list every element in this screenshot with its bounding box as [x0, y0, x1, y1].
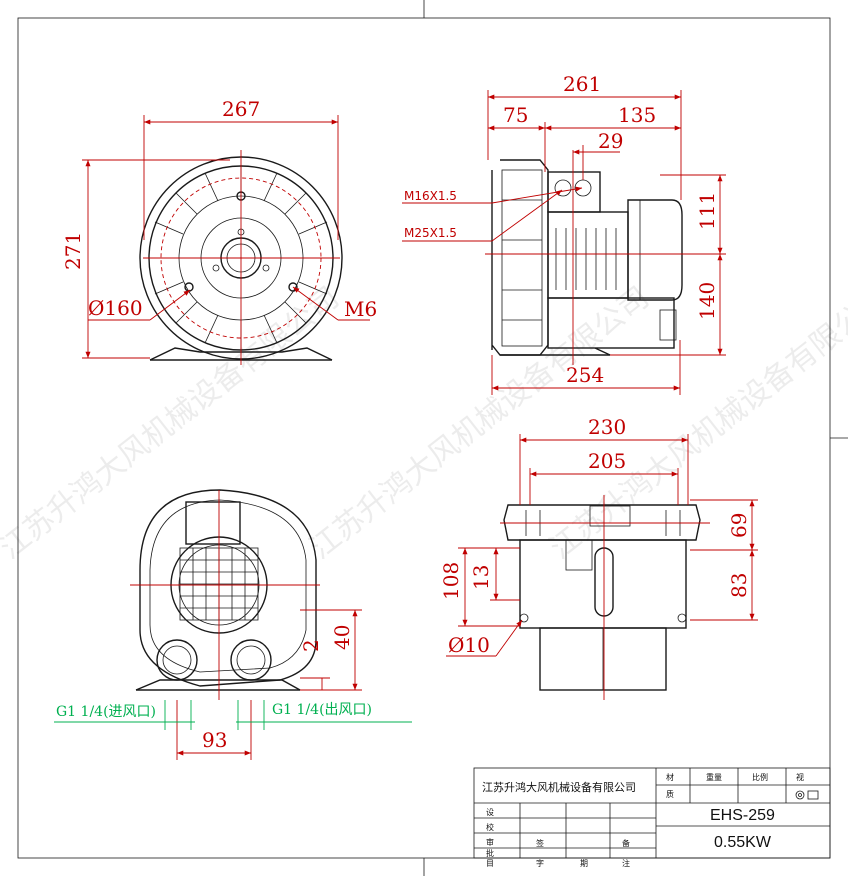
tb-header-material: 材	[666, 772, 674, 782]
tb-header-view: 视	[796, 772, 804, 782]
dim-230: 230	[588, 415, 626, 439]
tb-footer-item: 目	[486, 859, 494, 868]
tb-company: 江苏升鸿大风机械设备有限公司	[482, 780, 636, 794]
dim-m6: M6	[344, 297, 377, 321]
dim-135: 135	[618, 103, 656, 127]
outlet-label: G1 1/4(出风口)	[272, 702, 372, 718]
tb-model: EHS-259	[710, 807, 775, 824]
thread-m16: M16X1.5	[404, 189, 457, 203]
tb-header-scale: 比例	[752, 772, 768, 782]
inlet-label: G1 1/4(进风口)	[56, 704, 156, 720]
tb-design: 设	[486, 807, 494, 817]
dim-69: 69	[727, 513, 751, 538]
dim-29: 29	[598, 129, 623, 153]
dim-75: 75	[503, 103, 528, 127]
tb-header-weight: 重量	[706, 772, 722, 782]
thread-m25: M25X1.5	[404, 226, 457, 240]
watermark: 江苏升鸿大风机械设备有限公司 江苏升鸿大风机械设备有限公司 江苏升鸿大风机械设备…	[0, 280, 848, 566]
dim-205: 205	[588, 449, 626, 473]
tb-footer-char: 字	[536, 858, 544, 868]
tb-footer-remark2: 注	[622, 858, 630, 868]
dim-261: 261	[563, 72, 601, 96]
tb-check: 校	[486, 822, 494, 832]
tb-row2-quality: 质	[666, 789, 674, 799]
dim-13: 13	[469, 565, 493, 590]
dim-93: 93	[202, 728, 227, 752]
dim-40: 40	[330, 625, 354, 650]
tb-approve: 批	[486, 848, 494, 858]
title-block: 江苏升鸿大风机械设备有限公司 材 重量 比例 视 质 设 校 审 批 目 签 字…	[473, 767, 831, 868]
dim-140: 140	[695, 282, 719, 320]
side-view	[485, 150, 700, 365]
tb-power: 0.55KW	[714, 834, 772, 851]
dim-254: 254	[566, 363, 604, 387]
dim-dia10: Ø10	[448, 633, 490, 657]
side-view-dimensions: 261 75 135 29 111 140 254 M16X1.5 M25X1.…	[402, 72, 726, 395]
dim-271: 271	[61, 232, 85, 270]
bottom-view	[500, 495, 710, 700]
tb-footer-remark1: 备	[622, 838, 630, 848]
dim-108: 108	[439, 562, 463, 600]
dim-dia160: Ø160	[88, 296, 143, 320]
dim-267: 267	[222, 97, 260, 121]
svg-text:江苏升鸿大风机械设备有限公司: 江苏升鸿大风机械设备有限公司	[0, 280, 346, 566]
tb-footer-sign: 签	[536, 838, 544, 848]
tb-footer-date: 期	[580, 859, 588, 868]
tb-review: 审	[486, 837, 494, 847]
rear-view	[130, 489, 320, 700]
dim-2: 2	[299, 639, 323, 652]
front-view	[139, 150, 343, 365]
dim-111: 111	[695, 192, 719, 230]
bottom-view-dimensions: 230 205 69 83 108 13 Ø10	[439, 415, 758, 657]
view-symbol-icon	[795, 790, 819, 800]
front-view-dimensions: 267 271 Ø160 M6	[61, 97, 377, 359]
rear-view-dimensions: 40 2 93 G1 1/4(进风口) G1 1/4(出风口)	[54, 609, 412, 760]
dim-83: 83	[727, 573, 751, 598]
